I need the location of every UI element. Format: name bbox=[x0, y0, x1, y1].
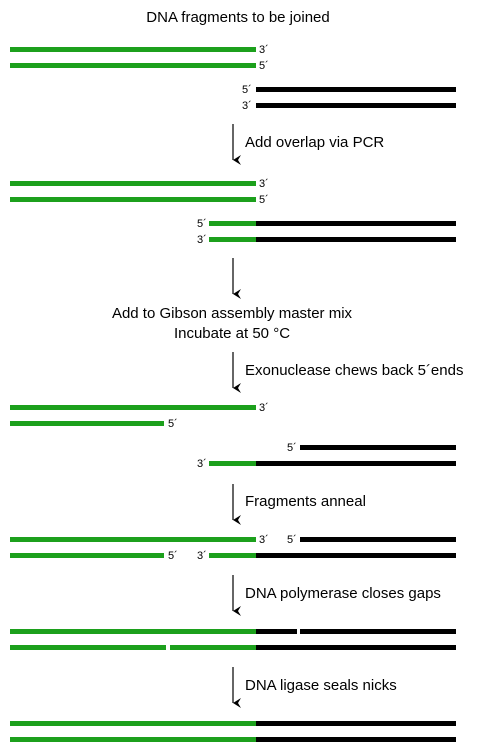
fragment-a-bottom-strand bbox=[10, 197, 256, 202]
fragment-b-bottom-strand bbox=[256, 103, 456, 108]
overlap-green-bottom bbox=[209, 553, 256, 558]
stage-annealed: 3´ 5´ 5´ 3´ bbox=[10, 534, 456, 562]
fragment-a-top-strand bbox=[10, 47, 256, 52]
step-label-mix: Add to Gibson assembly master mix bbox=[112, 305, 353, 322]
end-label-3prime: 3´ bbox=[259, 178, 269, 190]
stage-after-pcr: 3´ 5´ 5´ 3´ bbox=[10, 178, 456, 246]
stage-original-fragments: 3´ 5´ 5´ 3´ bbox=[10, 44, 456, 112]
step-label-polymerase: DNA polymerase closes gaps bbox=[245, 585, 441, 602]
fragment-b-bottom-strand bbox=[256, 553, 456, 558]
step-label-exonuclease: Exonuclease chews back 5´ends bbox=[245, 362, 463, 379]
end-label-5prime: 5´ bbox=[259, 60, 269, 72]
end-label-3prime: 3´ bbox=[259, 534, 269, 546]
overlap-green-bottom bbox=[209, 461, 256, 466]
end-label-3prime: 3´ bbox=[197, 458, 207, 470]
end-label-5prime: 5´ bbox=[242, 84, 252, 96]
stage-gaps-filled bbox=[10, 629, 456, 650]
fragment-a-bottom-strand bbox=[10, 737, 256, 742]
fragment-b-top-strand bbox=[300, 629, 456, 634]
fragment-b-top-strand-chewed bbox=[300, 537, 456, 542]
fragment-b-top-strand-chewed bbox=[300, 445, 456, 450]
end-label-3prime: 3´ bbox=[197, 234, 207, 246]
stage-sealed bbox=[10, 721, 456, 742]
end-label-3prime: 3´ bbox=[259, 44, 269, 56]
fragment-a-bottom-strand-chewed bbox=[10, 421, 164, 426]
fragment-a-filled-segment bbox=[170, 645, 256, 650]
end-label-5prime: 5´ bbox=[287, 442, 297, 454]
diagram-title: DNA fragments to be joined bbox=[146, 9, 329, 26]
fragment-a-bottom-strand bbox=[10, 645, 166, 650]
end-label-3prime: 3´ bbox=[259, 402, 269, 414]
fragment-b-bottom-strand bbox=[256, 645, 456, 650]
fragment-a-bottom-strand bbox=[10, 63, 256, 68]
fragment-a-top-strand bbox=[10, 405, 256, 410]
end-label-3prime: 3´ bbox=[242, 100, 252, 112]
fragment-a-top-strand bbox=[10, 181, 256, 186]
step-label-anneal: Fragments anneal bbox=[245, 493, 366, 510]
fragment-b-bottom-strand bbox=[256, 461, 456, 466]
fragment-a-top-strand bbox=[10, 629, 256, 634]
end-label-5prime: 5´ bbox=[287, 534, 297, 546]
fragment-a-top-strand bbox=[10, 721, 256, 726]
step-label-pcr: Add overlap via PCR bbox=[245, 134, 384, 151]
end-label-5prime: 5´ bbox=[168, 550, 178, 562]
end-label-5prime: 5´ bbox=[197, 218, 207, 230]
overlap-green-top bbox=[209, 221, 256, 226]
fragment-b-bottom-strand bbox=[256, 237, 456, 242]
step-label-ligase: DNA ligase seals nicks bbox=[245, 677, 397, 694]
fragment-a-top-strand bbox=[10, 537, 256, 542]
fragment-b-top-strand bbox=[256, 721, 456, 726]
fragment-b-top-strand bbox=[256, 221, 456, 226]
fragment-b-bottom-strand bbox=[256, 737, 456, 742]
end-label-5prime: 5´ bbox=[168, 418, 178, 430]
end-label-3prime: 3´ bbox=[197, 550, 207, 562]
fragment-a-bottom-strand-chewed bbox=[10, 553, 164, 558]
end-label-5prime: 5´ bbox=[259, 194, 269, 206]
step-label-incubate: Incubate at 50 °C bbox=[174, 325, 290, 342]
stage-after-exonuclease: 3´ 5´ 5´ 3´ bbox=[10, 402, 456, 470]
fragment-b-top-strand bbox=[256, 87, 456, 92]
fragment-b-filled-segment bbox=[256, 629, 297, 634]
overlap-green-bottom bbox=[209, 237, 256, 242]
